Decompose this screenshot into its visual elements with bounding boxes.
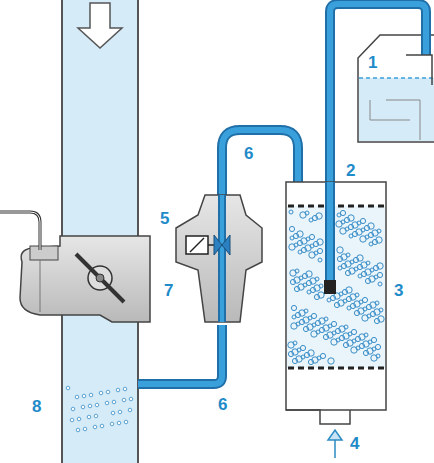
callout-number: 7: [164, 282, 173, 299]
throttle-body: [0, 212, 150, 322]
airflow-arrow: [78, 3, 122, 48]
callout-number: 2: [346, 162, 355, 179]
callout-number: 8: [32, 398, 41, 415]
callout-number: 3: [394, 282, 403, 299]
callout-number: 4: [350, 435, 359, 452]
callout-number: 5: [160, 210, 169, 227]
charcoal-canister: [286, 182, 386, 458]
callout-number: 6: [218, 396, 227, 413]
purge-valve: [176, 195, 262, 322]
intake-pipe: [62, 0, 138, 463]
callout-number: 6: [244, 145, 253, 162]
callout-number: 1: [368, 54, 377, 71]
